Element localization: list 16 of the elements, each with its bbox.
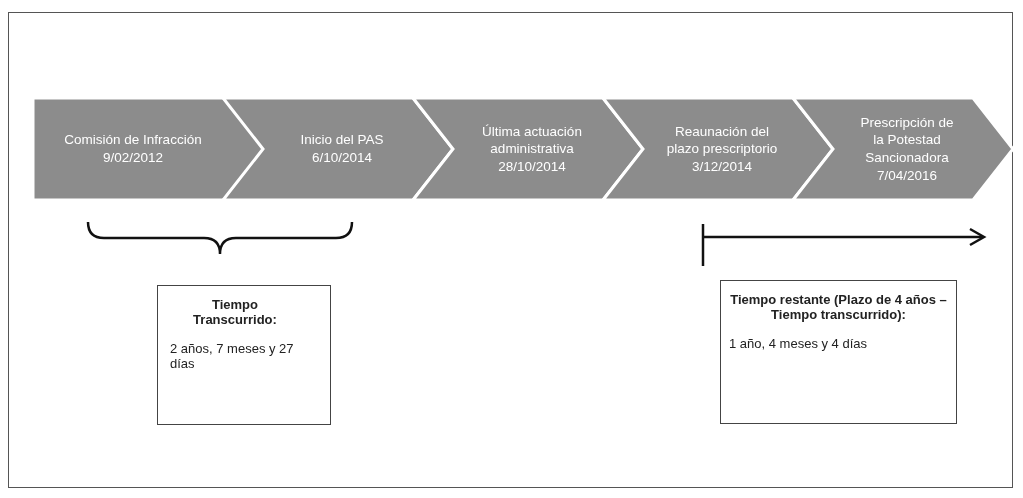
step-label: Comisión de Infracción bbox=[64, 131, 202, 149]
date-label: 7/04/2016 bbox=[876, 166, 938, 185]
note-heading: Tiempo Transcurrido: bbox=[192, 298, 278, 328]
note-text: 1 año, 4 meses y 4 días bbox=[729, 336, 869, 352]
date-label: 6/10/2014 bbox=[311, 149, 373, 167]
date-label: 9/02/2012 bbox=[102, 149, 164, 167]
step-label: Prescripción de la Potestad Sancionadora bbox=[859, 113, 955, 167]
note-text: 2 años, 7 meses y 27 días bbox=[170, 341, 295, 372]
step-label: Última actuación administrativa bbox=[481, 122, 583, 158]
note-box bbox=[720, 280, 957, 424]
note-heading: Tiempo restante (Plazo de 4 años – Tiempo transcurrido): bbox=[729, 293, 948, 323]
step-label: Reaunación del plazo prescriptorio bbox=[665, 122, 779, 158]
step-label: Inicio del PAS bbox=[300, 131, 384, 149]
date-label: 28/10/2014 bbox=[498, 157, 566, 176]
date-label: 3/12/2014 bbox=[691, 157, 753, 176]
note-box bbox=[157, 285, 331, 425]
